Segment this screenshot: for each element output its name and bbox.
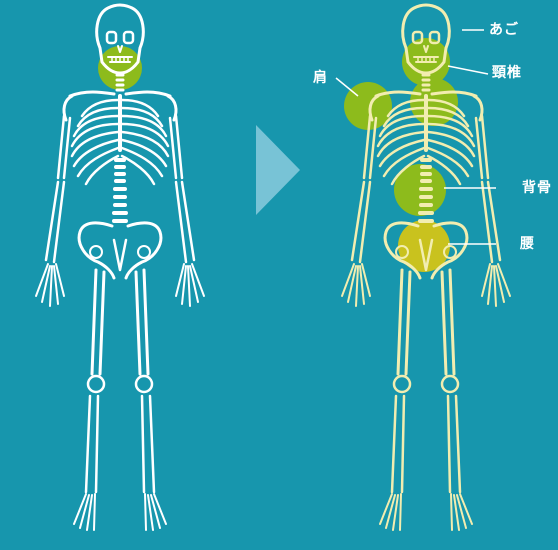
back-label: 背骨 xyxy=(522,180,552,196)
skeleton-figure-left xyxy=(36,5,204,530)
waist-label: 腰 xyxy=(520,236,535,252)
jaw-label: あご xyxy=(489,22,519,38)
arrow-right-icon xyxy=(256,125,300,215)
skeleton-plain xyxy=(36,5,204,530)
neck-leader xyxy=(448,66,488,74)
skeleton-highlighted xyxy=(342,5,510,530)
neck-label: 頸椎 xyxy=(492,65,522,81)
shoulder-label: 肩 xyxy=(313,70,328,86)
